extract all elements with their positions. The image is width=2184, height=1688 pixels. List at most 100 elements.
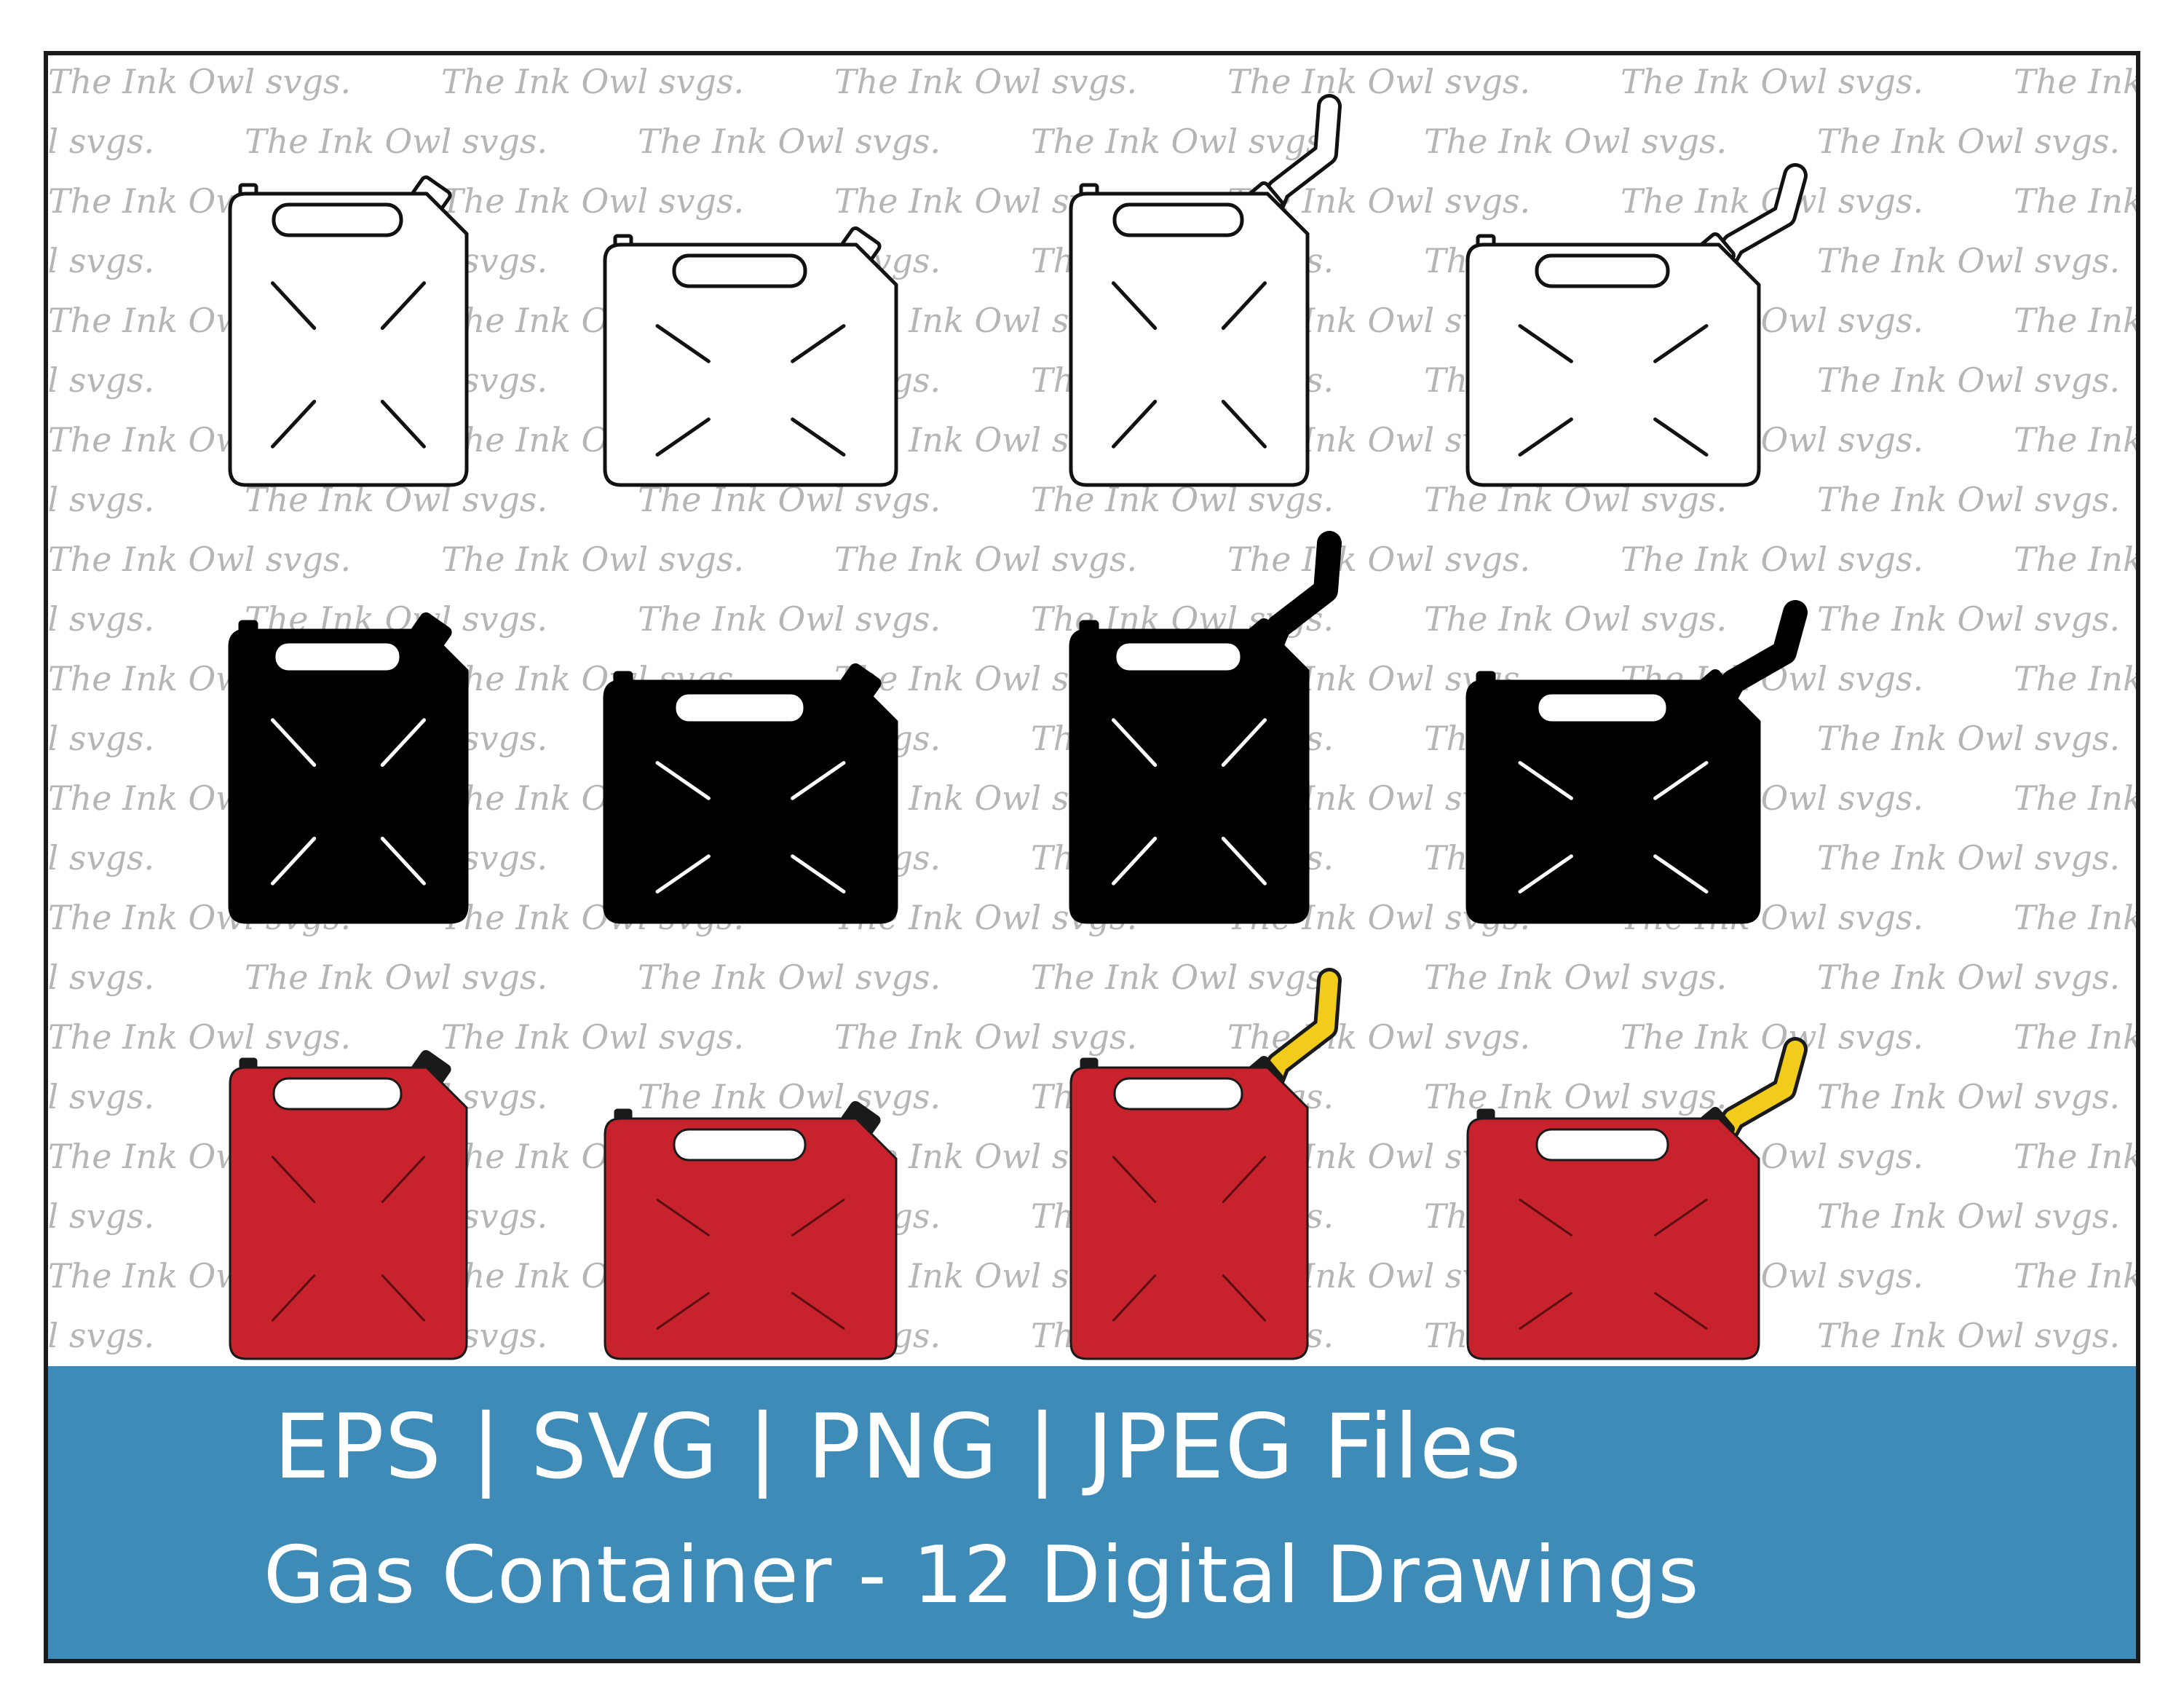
can-handle xyxy=(1535,1128,1669,1162)
x-rib-mark xyxy=(655,854,711,894)
watermark-text: The Ink Owl svgs. xyxy=(2014,540,2136,579)
x-rib-mark xyxy=(272,1156,316,1204)
can-handle xyxy=(1535,690,1670,725)
x-rib-mark xyxy=(1112,281,1158,331)
watermark-text: The Ink Owl svgs. xyxy=(48,241,154,280)
x-rib-mark xyxy=(1221,399,1267,449)
watermark-text: The Ink Owl svgs. xyxy=(441,62,744,101)
x-rib-mark xyxy=(791,761,846,800)
x-rib-mark xyxy=(272,1274,316,1322)
gas-can-color-wide-no-spout xyxy=(604,1100,898,1360)
gas-can-outline-tall-no-spout xyxy=(228,175,469,487)
x-rib-mark xyxy=(1112,1156,1157,1204)
watermark-text: The Ink Owl svgs. xyxy=(1817,122,2120,161)
watermark-text: The Ink Owl svgs. xyxy=(834,1017,1137,1057)
watermark-text: The Ink Owl svgs. xyxy=(245,958,547,997)
watermark-text: The Ink Owl svgs. xyxy=(1817,241,2120,280)
x-rib-mark xyxy=(1653,417,1709,457)
x-rib-mark xyxy=(381,1156,425,1204)
x-rib-mark xyxy=(791,1199,845,1237)
can-handle xyxy=(272,202,403,237)
x-rib-mark xyxy=(1112,1274,1157,1322)
watermark-text: The Ink Owl svgs. xyxy=(1817,1077,2120,1116)
watermark-text: The Ink Owl svgs. xyxy=(441,540,744,579)
gas-can-color-tall-no-spout xyxy=(229,1049,468,1360)
x-rib-mark xyxy=(1222,1156,1266,1204)
x-rib-mark xyxy=(1221,718,1267,768)
can-body xyxy=(228,628,469,924)
x-rib-mark xyxy=(1518,761,1573,800)
watermark-text: The Ink Owl svgs. xyxy=(1817,719,2120,758)
watermark-text: The Ink Owl svgs. xyxy=(1621,1017,1923,1057)
can-body xyxy=(1069,1066,1309,1360)
x-rib-mark xyxy=(380,718,426,768)
format-banner xyxy=(48,1366,2136,1659)
x-rib-mark xyxy=(656,1199,710,1237)
x-rib-mark xyxy=(1222,1274,1266,1322)
watermark-text: The Ink Owl svgs. xyxy=(48,1316,154,1355)
can-body xyxy=(1466,1117,1760,1360)
x-rib-mark xyxy=(380,281,426,331)
gas-can-silhouette-wide-with-spout xyxy=(1465,600,1808,924)
watermark-text: The Ink Owl svgs. xyxy=(2014,1256,2136,1295)
can-body xyxy=(603,242,898,487)
watermark-text: The Ink Owl svgs. xyxy=(1817,1196,2120,1236)
x-rib-mark xyxy=(791,1292,845,1330)
can-handle xyxy=(1535,253,1670,288)
watermark-text: The Ink Owl svgs. xyxy=(2014,420,2136,460)
x-rib-mark xyxy=(1653,324,1709,363)
watermark-text: The Ink Owl svgs. xyxy=(1227,62,1530,101)
x-rib-mark xyxy=(1518,854,1573,894)
watermark-text: The Ink Owl svgs. xyxy=(1227,1017,1530,1057)
watermark-text: The Ink Owl svgs. xyxy=(1031,122,1334,161)
gas-can-silhouette-tall-no-spout xyxy=(228,612,469,924)
artwork-area: The Ink Owl svgs. The Ink Owl svgs. The In… xyxy=(48,62,2136,1360)
can-handle xyxy=(272,639,403,674)
watermark-text: The Ink Owl svgs. xyxy=(1424,1077,1727,1116)
x-rib-mark xyxy=(1654,1199,1708,1237)
x-rib-mark xyxy=(791,324,846,363)
watermark-text: The Ink Owl svgs. xyxy=(48,958,154,997)
watermark-text: The Ink Owl svgs. xyxy=(1817,1316,2120,1355)
x-rib-mark xyxy=(1654,1292,1708,1330)
x-rib-mark xyxy=(380,399,426,449)
watermark-text: The Ink Owl svgs. xyxy=(2014,62,2136,101)
watermark-text: The Ink Owl svgs. xyxy=(48,1017,351,1057)
watermark-text: The Ink Owl svgs. xyxy=(48,360,154,400)
can-body xyxy=(1465,242,1761,487)
watermark-text: The Ink Owl svgs. xyxy=(1621,62,1923,101)
watermark-text: The Ink Owl svgs. xyxy=(638,122,941,161)
watermark-text: The Ink Owl svgs. xyxy=(48,838,154,877)
watermark-text: The Ink Owl svgs. xyxy=(1817,360,2120,400)
watermark-text: The Ink Owl svgs. xyxy=(1817,958,2120,997)
watermark-text: The Ink Owl svgs. xyxy=(2014,301,2136,340)
watermark-text: The Ink Owl svgs. xyxy=(1227,540,1530,579)
x-rib-mark xyxy=(1221,836,1267,886)
watermark-text: The Ink Owl svgs. xyxy=(245,122,547,161)
gas-can-color-wide-with-spout xyxy=(1466,1037,1808,1360)
watermark-text: The Ink Owl svgs. xyxy=(1031,958,1334,997)
watermark-text: The Ink Owl svgs. xyxy=(48,122,154,161)
can-handle xyxy=(672,690,807,725)
can-body xyxy=(603,679,898,924)
can-body xyxy=(1069,628,1310,924)
gas-can-silhouette-tall-with-spout xyxy=(1069,531,1342,924)
watermark-text: The Ink Owl svgs. xyxy=(48,480,154,519)
watermark-text: The Ink Owl svgs. xyxy=(1424,958,1727,997)
gas-can-outline-tall-with-spout xyxy=(1069,94,1342,487)
product-frame: The Ink Owl svgs. The Ink Owl svgs. The In… xyxy=(44,51,2140,1663)
can-gallery xyxy=(228,94,1808,1360)
gas-can-outline-wide-with-spout xyxy=(1465,163,1808,487)
x-rib-mark xyxy=(1112,836,1158,886)
gas-can-silhouette-wide-no-spout xyxy=(603,663,898,924)
x-rib-mark xyxy=(271,281,317,331)
can-body xyxy=(228,192,469,487)
watermark-text: The Ink Owl svgs. xyxy=(48,599,154,639)
watermark-text: The Ink Owl svgs. xyxy=(1621,540,1923,579)
watermark-text: The Ink Owl svgs. xyxy=(638,958,941,997)
watermark-text: The Ink Owl svgs. xyxy=(1424,599,1727,639)
watermark-text: The Ink Owl svgs. xyxy=(441,181,744,221)
watermark-text: The Ink Owl svgs. xyxy=(441,1017,744,1057)
x-rib-mark xyxy=(1112,399,1158,449)
gas-can-color-tall-with-spout xyxy=(1069,968,1342,1360)
